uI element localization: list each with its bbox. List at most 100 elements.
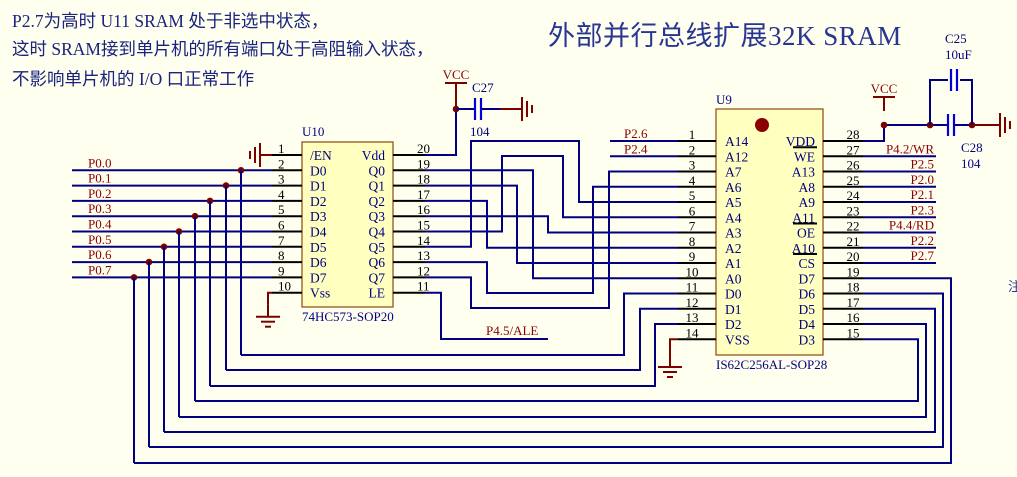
ale-net-label: P4.5/ALE (486, 323, 538, 338)
p0-net-label: P0.1 (88, 171, 111, 186)
u9-pin-number: 23 (847, 203, 860, 218)
u10-pin-number: 11 (417, 279, 430, 294)
u9-pin-name: OE (797, 226, 815, 241)
u9-pin-name: D4 (799, 317, 816, 332)
u10-pin-number: 20 (417, 141, 430, 156)
u10-vdd-wire (425, 109, 457, 156)
u10-pin-name: D4 (310, 225, 327, 240)
u9-pin-name: VDD (786, 134, 815, 149)
c28-ref: C28 (961, 140, 983, 155)
u9-net-label: P4.2/WR (886, 141, 934, 156)
u10-pin-number: 8 (278, 248, 285, 263)
address-bus-wire-q7 (425, 170, 678, 309)
u9-net-label: P2.7 (911, 248, 935, 263)
vcc-icon (445, 82, 467, 97)
data-bus-wire (179, 323, 927, 418)
address-bus-wire-q6 (425, 185, 678, 294)
u10-vss-wire (267, 291, 272, 305)
u10-pin-number: 7 (278, 233, 285, 248)
u10-pin-name: LE (369, 286, 386, 301)
u9-pin-number: 25 (847, 173, 860, 188)
data-bus-wire (195, 338, 919, 402)
schematic-title: 外部并行总线扩展32K SRAM (548, 21, 902, 51)
u9-pin-number: 21 (847, 234, 860, 249)
u10-ref: U10 (302, 124, 324, 139)
u9-pin-name: D3 (799, 332, 816, 347)
u9-ref: U9 (716, 92, 732, 107)
u10-vss-ground-icon (256, 304, 280, 328)
u9-pin-number: 16 (847, 310, 861, 325)
vcc-label: VCC (871, 81, 898, 96)
u9-pin-number: 24 (847, 188, 861, 203)
u10-pin-name: D3 (310, 209, 327, 224)
u10-pin-number: 13 (417, 248, 430, 263)
u10-pin-name: Q6 (369, 255, 386, 270)
data-bus-wire (149, 292, 944, 448)
u10-pin-number: 17 (417, 187, 431, 202)
u9-pin-number: 3 (689, 158, 696, 173)
u9-net-label: P2.1 (911, 187, 934, 202)
u9-pin-name: A9 (799, 195, 816, 210)
junction-dot (880, 121, 888, 129)
note-line-3: 不影响单片机的 I/O 口正常工作 (12, 69, 255, 89)
u9-net-label: P2.0 (911, 172, 934, 187)
u9-pin-number: 19 (847, 264, 860, 279)
u9-pin-name: A8 (799, 180, 816, 195)
note-line-2: 这时 SRAM接到单片机的所有端口处于高阻输入状态， (12, 39, 434, 59)
u9-pin-number: 28 (847, 127, 860, 142)
u10-pin-number: 4 (278, 187, 285, 202)
u9-net-label: P4.4/RD (889, 218, 934, 233)
c28-value: 104 (961, 156, 981, 171)
c27-value: 104 (470, 124, 490, 139)
u9-pin-name: WE (794, 149, 815, 164)
u10-pin-number: 9 (278, 263, 285, 278)
data-bus-wire (210, 323, 678, 387)
u10-pin-name: Vss (310, 286, 330, 301)
u10-pin-name: D5 (310, 240, 327, 255)
u10-pin-name: Q3 (369, 209, 386, 224)
u10-pin-name: /EN (310, 148, 332, 163)
u9-pin-name: A1 (725, 256, 742, 271)
u9-pin-number: 12 (686, 295, 699, 310)
u9-pin-name: A3 (725, 226, 742, 241)
data-bus-wire (164, 307, 936, 433)
u10-pin-name: D0 (310, 163, 327, 178)
data-bus-wire (226, 307, 678, 371)
u9-part: IS62C256AL-SOP28 (716, 357, 827, 372)
u9-pin-name: D5 (799, 302, 816, 317)
u10-pin-number: 6 (278, 218, 285, 233)
u9-pin-number: 14 (686, 325, 700, 340)
address-bus-wire-q5 (425, 140, 678, 248)
u9-net-label: P2.6 (624, 126, 648, 141)
u9-pin-name: A0 (725, 271, 742, 286)
address-bus-wire-q4 (425, 155, 678, 233)
u9-pin-name: A7 (725, 165, 742, 180)
vcc-label: VCC (443, 67, 470, 82)
u9-pin-number: 22 (847, 219, 860, 234)
u9-net-label: P2.2 (911, 233, 934, 248)
c28-capacitor-icon (946, 114, 956, 136)
u10-pin-number: 15 (417, 218, 430, 233)
u10-pin-number: 16 (417, 202, 431, 217)
u9-pin-number: 8 (689, 234, 696, 249)
u9-chip-body (715, 108, 824, 356)
u9-pin-number: 9 (689, 249, 696, 264)
note-line-1: P2.7为高时 U11 SRAM 处于非选中状态， (12, 11, 329, 31)
u10-pin-name: D1 (310, 179, 327, 194)
u9-pin-number: 6 (689, 203, 696, 218)
ale-wire (425, 291, 548, 340)
u9-pin-number: 5 (689, 188, 696, 203)
u10-pin-name: D2 (310, 194, 327, 209)
c25-ref: C25 (945, 31, 967, 46)
u9-pin-name: A10 (792, 241, 815, 256)
u9-pin-number: 13 (686, 310, 699, 325)
u9-pin-number: 27 (847, 142, 861, 157)
address-bus-wire-q0 (425, 169, 678, 280)
u9-pin-name: CS (798, 256, 815, 271)
u9-vss-ground-icon (658, 355, 682, 378)
u10-pin-name: Q4 (369, 225, 386, 240)
u9-pin-name: D7 (799, 271, 816, 286)
data-bus-wire (134, 277, 952, 464)
u10-pin-number: 12 (417, 263, 430, 278)
u9-pin-name: A6 (725, 180, 742, 195)
